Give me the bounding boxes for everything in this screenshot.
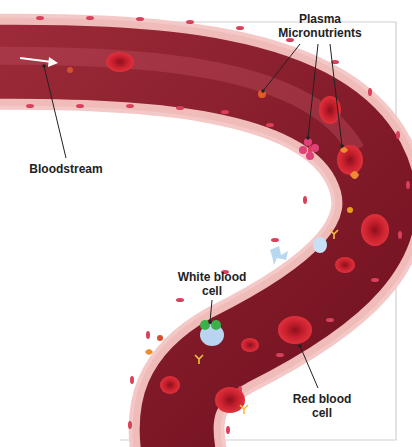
callout-label: Bloodstream bbox=[21, 162, 111, 176]
vessel-wall-shade bbox=[0, 62, 379, 447]
wall-cells bbox=[26, 16, 410, 434]
flow-arrow bbox=[20, 58, 52, 62]
leader-dots bbox=[42, 64, 344, 348]
callout-label: Red blood cell bbox=[287, 392, 357, 420]
white-blood-cell bbox=[200, 320, 224, 346]
leader-lines bbox=[44, 44, 342, 388]
vessel-wall bbox=[0, 62, 379, 447]
lumen-highlight bbox=[0, 56, 356, 150]
flow-arrowhead bbox=[48, 57, 58, 67]
callout-label: White blood cell bbox=[177, 270, 247, 298]
micronutrients bbox=[67, 67, 359, 414]
vessel-lumen bbox=[0, 62, 379, 447]
callout-label: Plasma Micronutrients bbox=[270, 12, 370, 40]
red-blood-cells bbox=[106, 52, 389, 413]
